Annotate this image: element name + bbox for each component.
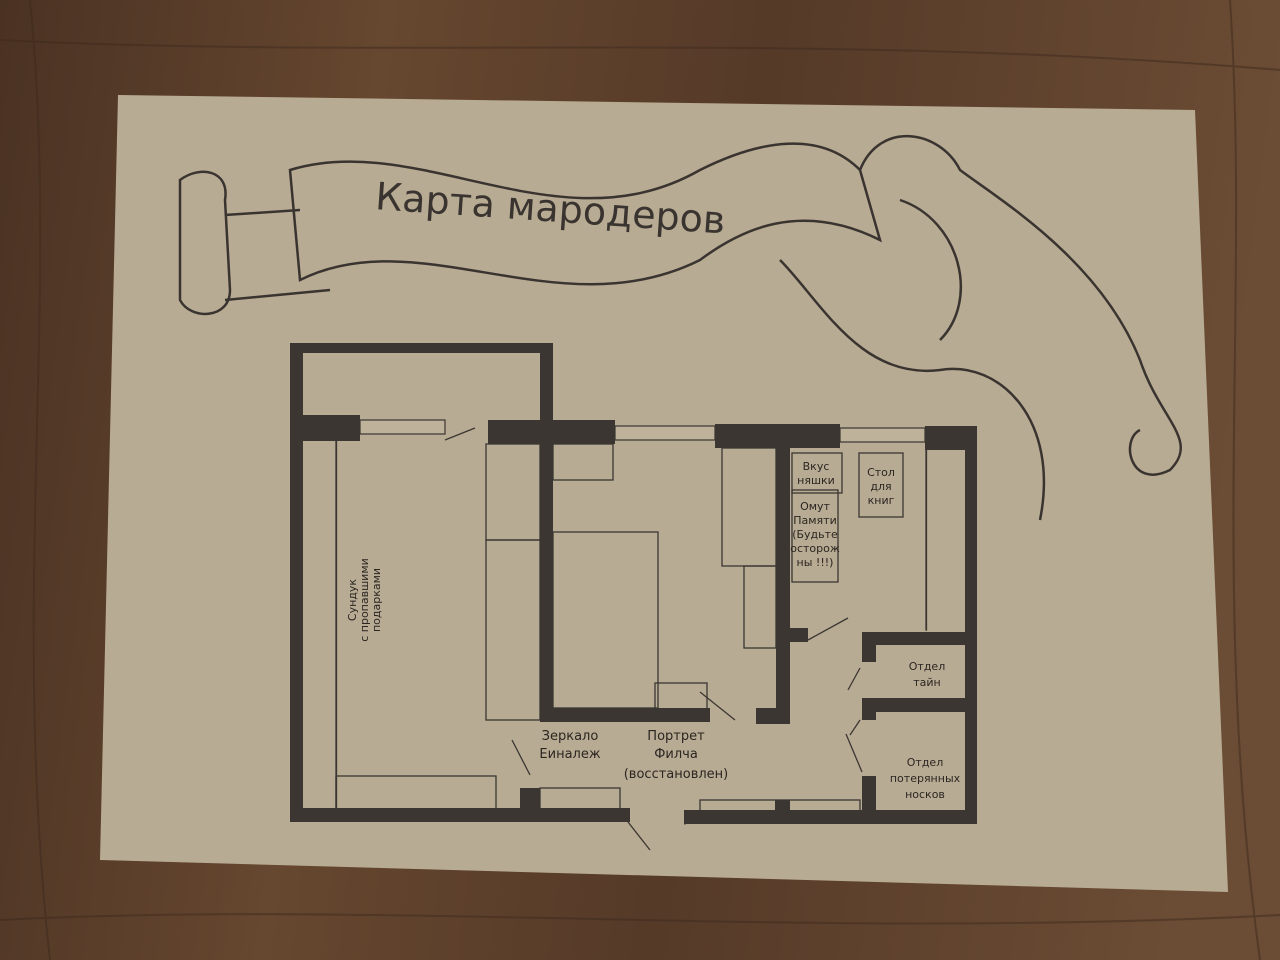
walls — [290, 343, 977, 824]
ribbon-banner — [178, 134, 1182, 521]
room-label-chest: Сундукс пропавшимиподарками — [346, 558, 383, 642]
windows — [359, 419, 926, 443]
kraft-paper-sheet — [100, 95, 1228, 892]
furniture — [335, 427, 928, 851]
